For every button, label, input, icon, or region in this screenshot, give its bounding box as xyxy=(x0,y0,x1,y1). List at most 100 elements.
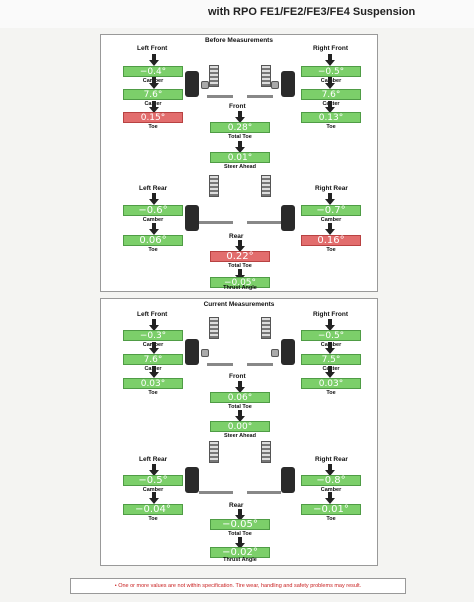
current-lr-toe-box: −0.04° xyxy=(123,504,183,515)
right-front-hub xyxy=(271,81,279,89)
arrow-down-icon xyxy=(149,366,159,378)
before-lf-caster-box: 7.6° xyxy=(123,89,183,100)
current-front-label: Front xyxy=(229,373,246,380)
arrow-down-icon xyxy=(235,381,245,393)
page-title: with RPO FE1/FE2/FE3/FE4 Suspension xyxy=(208,6,416,18)
current-lr-camber-label: Camber xyxy=(142,487,164,493)
left-rear-spring xyxy=(209,441,219,463)
current-title: Current Measurements xyxy=(203,301,275,308)
current-rf-caster-value: 7.5° xyxy=(321,355,341,365)
before-lr-toe-box: 0.06° xyxy=(123,235,183,246)
current-rr-toe-label: Toe xyxy=(326,516,336,522)
current-steer-ahead-label: Steer Ahead xyxy=(224,433,256,439)
arrow-down-icon xyxy=(149,342,159,354)
before-rf-caster-value: 7.6° xyxy=(321,90,341,100)
before-lr-toe-value: 0.06° xyxy=(139,235,167,246)
current-thrust-angle-label: Thrust Angle xyxy=(223,557,257,563)
arrow-down-icon xyxy=(149,319,159,331)
current-rr-toe-box: −0.01° xyxy=(301,504,361,515)
arrow-down-icon xyxy=(149,193,159,205)
before-lr-camber-label: Camber xyxy=(142,217,164,223)
current-rr-camber-value: −0.8° xyxy=(316,475,346,486)
before-lf-caster-value: 7.6° xyxy=(143,90,163,100)
before-rear-total-toe-box: 0.22° xyxy=(210,251,270,262)
before-steer-ahead-label: Steer Ahead xyxy=(224,164,256,170)
arrow-down-icon xyxy=(235,141,245,153)
before-measurements-panel: Before Measurements Left Front −0.4° Cam… xyxy=(100,34,378,292)
before-rear-total-toe-value: 0.22° xyxy=(226,251,254,262)
before-front-total-toe-label: Total Toe xyxy=(228,134,252,140)
arrow-down-icon xyxy=(235,537,245,549)
before-thrust-angle-value: −0.05° xyxy=(223,278,257,288)
before-rear-label: Rear xyxy=(229,233,244,240)
current-measurements-panel: Current Measurements Left Front −0.3° Ca… xyxy=(100,298,378,566)
arrow-down-icon xyxy=(149,492,159,504)
before-left-rear-label: Left Rear xyxy=(139,185,168,192)
right-front-arm xyxy=(247,363,273,366)
before-rr-camber-value: −0.7° xyxy=(316,205,346,216)
current-lf-toe-value: 0.03° xyxy=(140,379,166,389)
current-lf-camber-box: −0.3° xyxy=(123,330,183,341)
arrow-down-icon xyxy=(235,111,245,123)
arrow-down-icon xyxy=(235,410,245,422)
spec-warning-note: • One or more values are not within spec… xyxy=(70,578,406,594)
before-lr-toe-label: Toe xyxy=(148,247,158,253)
before-rf-caster-box: 7.6° xyxy=(301,89,361,100)
arrow-down-icon xyxy=(149,101,159,113)
before-rf-toe-value: 0.13° xyxy=(318,113,344,123)
left-front-spring xyxy=(209,65,219,87)
left-front-arm xyxy=(207,363,233,366)
current-lf-caster-value: 7.6° xyxy=(143,355,163,365)
right-rear-arm xyxy=(247,491,281,494)
arrow-down-icon xyxy=(325,193,335,205)
before-steer-ahead-box: 0.01° xyxy=(210,152,270,163)
arrow-down-icon xyxy=(149,54,159,66)
before-lr-camber-value: −0.6° xyxy=(138,205,168,216)
arrow-down-icon xyxy=(325,101,335,113)
before-rf-toe-label: Toe xyxy=(326,124,336,130)
current-rear-total-toe-value: −0.05° xyxy=(222,519,258,530)
before-rr-toe-box: 0.16° xyxy=(301,235,361,246)
current-front-total-toe-label: Total Toe xyxy=(228,404,252,410)
right-rear-tire xyxy=(281,467,295,493)
current-left-rear-label: Left Rear xyxy=(139,456,168,463)
left-front-hub xyxy=(201,81,209,89)
left-rear-arm xyxy=(199,491,233,494)
before-thrust-angle-label: Thrust Angle xyxy=(223,285,257,291)
before-rr-toe-label: Toe xyxy=(326,247,336,253)
current-rear-total-toe-label: Total Toe xyxy=(228,531,252,537)
before-rr-toe-value: 0.16° xyxy=(317,235,345,246)
current-rf-camber-value: −0.5° xyxy=(317,331,345,341)
left-rear-arm xyxy=(199,221,233,224)
left-front-tire xyxy=(185,71,199,97)
before-right-rear-label: Right Rear xyxy=(315,185,348,192)
current-rf-caster-box: 7.5° xyxy=(301,354,361,365)
before-thrust-angle-box: −0.05° xyxy=(210,277,270,288)
before-lf-toe-box: 0.15° xyxy=(123,112,183,123)
current-lf-toe-box: 0.03° xyxy=(123,378,183,389)
before-title: Before Measurements xyxy=(205,37,273,44)
current-rr-toe-value: −0.01° xyxy=(313,504,349,515)
right-rear-arm xyxy=(247,221,281,224)
current-front-total-toe-value: 0.06° xyxy=(227,393,253,403)
before-rf-toe-box: 0.13° xyxy=(301,112,361,123)
arrow-down-icon xyxy=(149,223,159,235)
right-front-spring xyxy=(261,65,271,87)
current-steer-ahead-box: 0.00° xyxy=(210,421,270,432)
current-right-front-label: Right Front xyxy=(313,311,349,318)
arrow-down-icon xyxy=(325,342,335,354)
current-lr-camber-box: −0.5° xyxy=(123,475,183,486)
current-left-front-label: Left Front xyxy=(137,311,168,318)
left-front-arm xyxy=(207,95,233,98)
current-right-rear-label: Right Rear xyxy=(315,456,348,463)
right-front-arm xyxy=(247,95,273,98)
arrow-down-icon xyxy=(325,366,335,378)
current-lf-camber-value: −0.3° xyxy=(139,331,167,341)
before-lf-toe-value: 0.15° xyxy=(140,113,166,123)
right-rear-tire xyxy=(281,205,295,231)
right-front-tire xyxy=(281,71,295,97)
before-rf-camber-value: −0.5° xyxy=(317,67,345,77)
before-rf-camber-box: −0.5° xyxy=(301,66,361,77)
right-front-hub xyxy=(271,349,279,357)
current-rr-camber-box: −0.8° xyxy=(301,475,361,486)
